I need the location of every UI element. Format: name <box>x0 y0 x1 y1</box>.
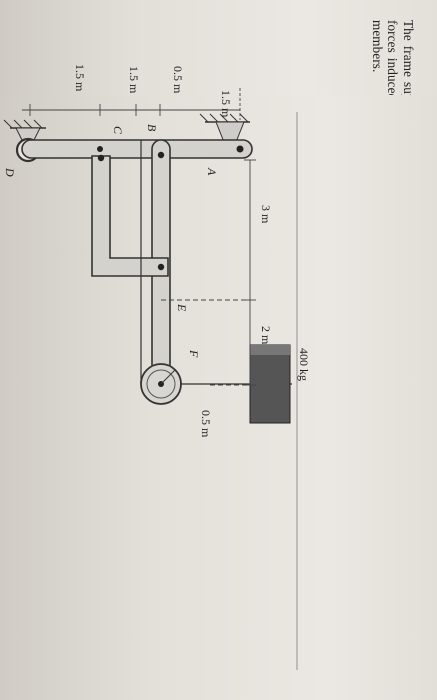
point-label-A: A <box>205 167 219 176</box>
point-label-D: D <box>3 167 17 177</box>
dimension-lines-horizontal <box>161 159 256 386</box>
dim-label-2: 0.5 m <box>171 66 185 94</box>
point-label-E: E <box>175 303 189 312</box>
pin-A <box>236 145 244 153</box>
point-label-B: B <box>145 124 159 132</box>
point-label-F: F <box>187 349 201 358</box>
point-label-C: C <box>111 126 125 135</box>
dim-label-5: 3 m <box>259 205 273 224</box>
pin-E <box>157 263 165 271</box>
dim-label-1: 1.5 m <box>219 90 233 118</box>
load-block <box>249 344 291 424</box>
member-AD <box>21 139 253 159</box>
load-label: 400 kg <box>297 348 311 381</box>
dimension-lines-vertical <box>22 88 241 120</box>
dim-label-4: 1.5 m <box>73 64 87 92</box>
support-A <box>199 113 250 143</box>
dim-label-6: 2 m <box>259 326 273 345</box>
pin-C-on-AD <box>97 146 103 152</box>
pulley-radius-label: 0.5 m <box>199 410 213 438</box>
dim-label-3: 1.5 m <box>127 66 141 94</box>
